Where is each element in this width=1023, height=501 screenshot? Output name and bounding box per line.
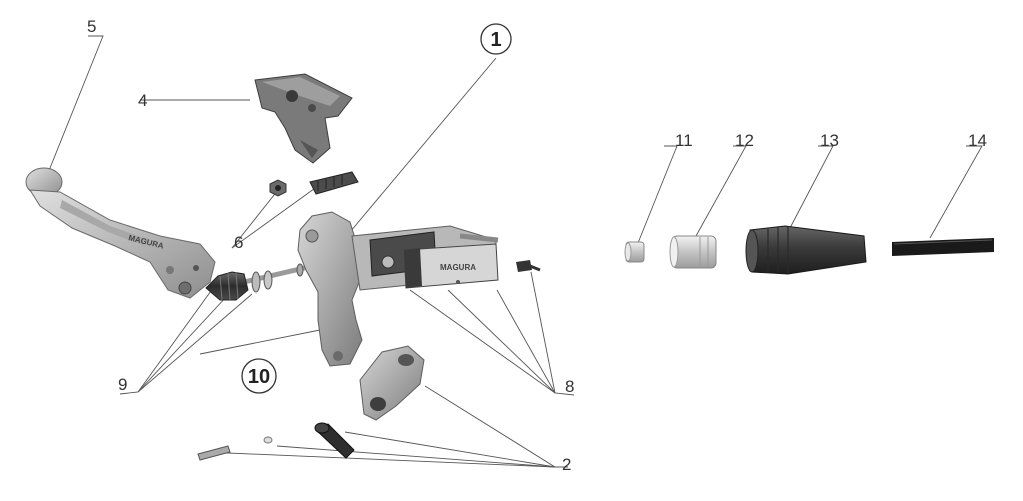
- label-13: 13: [820, 131, 839, 150]
- label-9: 9: [118, 375, 127, 394]
- part-6-nut-and-screw: [269, 171, 359, 197]
- part-labels: 5 4 6 9 8 2 11 12 13 14 1 10: [87, 17, 987, 474]
- part-12-barb-fitting: [669, 235, 717, 269]
- label-5: 5: [87, 17, 96, 36]
- label-6: 6: [234, 233, 243, 252]
- label-10: 10: [248, 366, 270, 388]
- label-12: 12: [735, 131, 754, 150]
- part-9-piston-set: [205, 259, 331, 301]
- part-11-ferrule: [624, 241, 645, 263]
- part-5-lever: MAGURA: [25, 167, 216, 299]
- label-4: 4: [138, 91, 147, 110]
- part-8-cover-screw: [516, 260, 541, 272]
- part-1-master-cylinder: MAGURA: [297, 211, 499, 367]
- part-4-guard-plate: [254, 73, 353, 164]
- leader-lines: [45, 35, 983, 468]
- part-14-brake-hose: [892, 238, 994, 256]
- label-1: 1: [490, 29, 501, 51]
- part-2-clamp-set: [197, 345, 425, 461]
- label-14: 14: [968, 131, 987, 150]
- reservoir-brand-text: MAGURA: [440, 263, 476, 272]
- label-8: 8: [565, 377, 574, 396]
- part-13-hose-cover: [745, 225, 867, 275]
- label-2: 2: [562, 455, 571, 474]
- label-11: 11: [675, 131, 693, 150]
